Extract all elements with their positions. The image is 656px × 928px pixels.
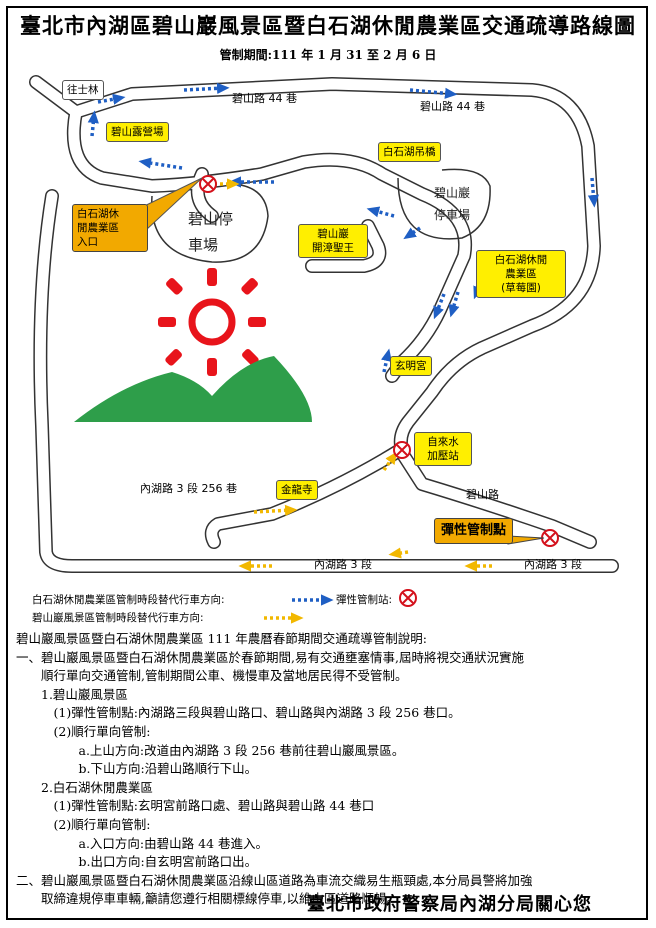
road-label-bishan-44-left: 碧山路 44 巷 [232,92,297,105]
road-label-bishan-44-right: 碧山路 44 巷 [420,100,485,113]
callout-to-shilin: 往士林 [62,80,104,100]
legend-checkpoint: 彈性管制站: [336,594,393,606]
notes-line: (2)順行單向管制: [16,816,151,832]
road-network-fill [30,76,618,572]
notes-line: (1)彈性管制點:內湖路三段與碧山路口、碧山路與內湖路 3 段 256 巷口。 [16,705,461,721]
legend-scenic-detour: 碧山巖風景區管制時段替代行車方向: [32,612,204,624]
notes-line: a.上山方向:改道由內湖路 3 段 256 巷前往碧山巖風景區。 [16,742,405,758]
callout-baishihu-bridge: 白石湖吊橋 [378,142,441,162]
page-title: 臺北市內湖區碧山巖風景區暨白石湖休閒農業區交通疏導路線圖 [20,13,636,38]
road-label-neihu-3-right: 內湖路 3 段 [524,558,582,571]
notes-line: 取締違規停車車輛,籲請您遵行相關標線停車,以維山區道路順暢。 [16,891,399,907]
route-map-drawing [29,75,619,624]
notes-line: 2.白石湖休閒農業區 [16,779,153,795]
notes-line: 1.碧山巖風景區 [16,686,128,702]
road-label-neihu-256: 內湖路 3 段 256 巷 [140,482,237,495]
notes-line: 二、碧山巖風景區暨白石湖休閒農業區沿線山區道路為車流交織易生瓶頸處,本分局員警將… [16,872,533,888]
baishihu-parking-label: 碧山巖 停車場 [434,186,471,222]
notes-line: 一、碧山巖風景區暨白石湖休閒農業區於春節期間,易有交通壅塞情事,屆時將視交通狀況… [16,649,524,665]
farm-detour-arrows [87,82,599,373]
callout-jinlong-temple: 金龍寺 [276,480,318,500]
route-map: 碧山路 44 巷 碧山路 44 巷 內湖路 3 段 256 巷 碧山路 內湖路 … [12,66,644,626]
callout-farm-area: 白石湖休閒 農業區 (草莓園) [476,250,566,298]
control-period: 管制期間:111 年 1 月 31 至 2 月 6 日 [219,48,437,62]
legend-farm-detour: 白石湖休閒農業區管制時段替代行車方向: [32,594,225,606]
notes-heading: 碧山巖風景區暨白石湖休閒農業區 111 年農曆春節期間交通疏導管制說明: [16,631,428,646]
callout-temple: 碧山巖 開漳聖王 [298,224,368,258]
notes-line: b.出口方向:自玄明宮前路口出。 [16,854,258,870]
control-notes: 碧山巖風景區暨白石湖休閒農業區 111 年農曆春節期間交通疏導管制說明: 一、碧… [16,630,644,909]
callout-xuanming-temple: 玄明宮 [390,356,432,376]
callout-farm-entrance: 白石湖休 閒農業區 入口 [72,204,148,252]
notes-line: (2)順行單向管制: [16,723,151,739]
notes-line: a.入口方向:由碧山路 44 巷進入。 [16,835,269,851]
notes-line: (1)彈性管制點:玄明宮前路口處、碧山路與碧山路 44 巷口 [16,798,375,814]
notes-line: 順行單向交通管制,管制期間公車、機慢車及當地居民得不受管制。 [16,668,408,684]
bishan-parking-outline [151,183,269,263]
checkpoint-marks [199,175,559,607]
sun-graphic [158,268,266,376]
scenic-detour-arrows [208,178,492,572]
baishihu-parking-outline [397,168,491,240]
bishan-parking-label: 碧山停 車場 [188,210,234,254]
callout-water-station: 自來水 加壓站 [414,432,472,466]
road-label-bishan: 碧山路 [466,488,499,501]
callout-flex-control-point: 彈性管制點 [434,518,514,544]
page-frame [6,6,648,920]
callout-bishan-camp: 碧山露營場 [106,122,169,142]
road-label-neihu-3-left: 內湖路 3 段 [314,558,372,571]
mountain-graphic [74,356,312,422]
signature: 臺北市政府警察局內湖分局關心您 [307,894,592,915]
notes-line: b.下山方向:沿碧山路順行下山。 [16,761,258,777]
